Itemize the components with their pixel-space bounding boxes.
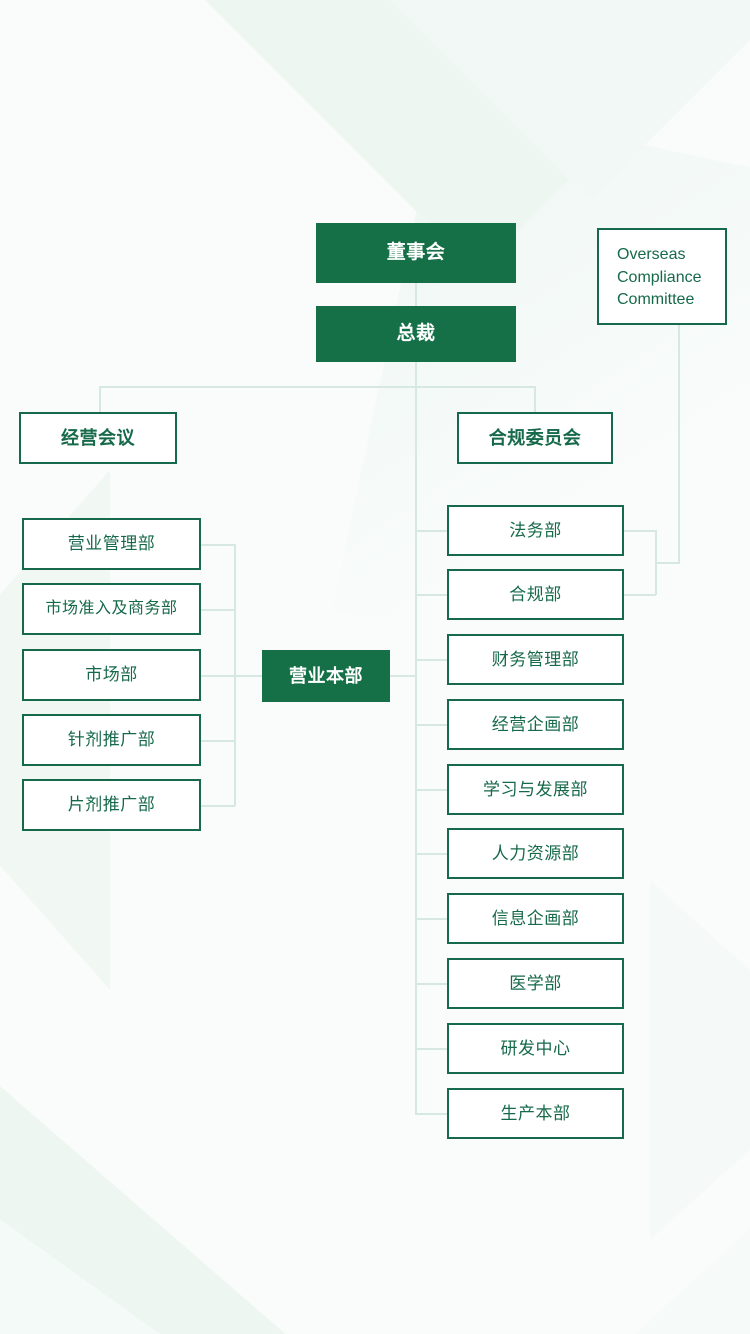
node-sales-dept-4[interactable]: 针剂推广部 — [22, 714, 201, 766]
node-sales-dept-1[interactable]: 营业管理部 — [22, 518, 201, 570]
connector-stub-dept-r7 — [415, 918, 448, 920]
node-management-meeting[interactable]: 经营会议 — [19, 412, 177, 464]
node-corporate-dept-4[interactable]: 经营企画部 — [447, 699, 624, 750]
connector-sales-hq-to-bracket — [234, 675, 262, 677]
node-corporate-dept-2[interactable]: 合规部 — [447, 569, 624, 620]
background-diagonal-wash — [331, 101, 750, 719]
node-corporate-dept-9[interactable]: 研发中心 — [447, 1023, 624, 1074]
connector-stub-dept-l5 — [201, 805, 235, 807]
connector-sales-hq-to-spine — [390, 675, 416, 677]
node-corporate-dept-6[interactable]: 人力资源部 — [447, 828, 624, 879]
background-triangle-mid-right — [650, 880, 750, 1240]
node-compliance-committee[interactable]: 合规委员会 — [457, 412, 613, 464]
node-corporate-dept-1[interactable]: 法务部 — [447, 505, 624, 556]
connector-corporate-spine — [415, 386, 417, 1115]
occ-line-1: Overseas — [617, 246, 686, 263]
connector-stub-dept-r9 — [415, 1048, 448, 1050]
node-corporate-dept-3[interactable]: 财务管理部 — [447, 634, 624, 685]
node-corporate-dept-10[interactable]: 生产本部 — [447, 1088, 624, 1139]
connector-occ-stub-compliance — [624, 594, 656, 596]
occ-line-2: Compliance — [617, 268, 702, 286]
connector-stub-dept-l3 — [201, 675, 235, 677]
connector-board-to-president — [415, 283, 417, 306]
node-sales-dept-2[interactable]: 市场准入及商务部 — [22, 583, 201, 635]
connector-sales-bracket-spine — [234, 544, 236, 806]
connector-stub-dept-l1 — [201, 544, 235, 546]
connector-to-compliance-committee — [534, 386, 536, 412]
connector-distribution-bar — [99, 386, 536, 388]
node-board[interactable]: 董事会 — [316, 223, 516, 283]
background-triangle-bottom-left — [0, 1034, 320, 1334]
node-corporate-dept-5[interactable]: 学习与发展部 — [447, 764, 624, 815]
connector-stub-dept-l2 — [201, 609, 235, 611]
background-triangle-top-right — [390, 0, 750, 200]
connector-stub-dept-r3 — [415, 659, 448, 661]
background-triangle-bottom-right — [570, 1154, 750, 1334]
connector-occ-stub-legal — [624, 530, 656, 532]
connector-stub-dept-r1 — [415, 530, 448, 532]
node-corporate-dept-7[interactable]: 信息企画部 — [447, 893, 624, 944]
node-sales-headquarters[interactable]: 营业本部 — [262, 650, 390, 702]
node-president[interactable]: 总裁 — [316, 306, 516, 362]
node-corporate-dept-8[interactable]: 医学部 — [447, 958, 624, 1009]
connector-stub-dept-r2 — [415, 594, 448, 596]
connector-stub-dept-l4 — [201, 740, 235, 742]
background-triangle-bottom-left-2 — [0, 1119, 160, 1334]
connector-stub-dept-r10 — [415, 1113, 448, 1115]
connector-stub-dept-r4 — [415, 724, 448, 726]
connector-occ-bracket-spine — [655, 530, 657, 595]
connector-stub-dept-r6 — [415, 853, 448, 855]
connector-president-down — [415, 362, 417, 388]
node-overseas-compliance-committee[interactable]: Overseas Compliance Committee — [597, 228, 727, 325]
node-sales-dept-3[interactable]: 市场部 — [22, 649, 201, 701]
connector-occ-to-bracket — [655, 562, 680, 564]
node-sales-dept-5[interactable]: 片剂推广部 — [22, 779, 201, 831]
connector-to-management-meeting — [99, 386, 101, 412]
connector-stub-dept-r8 — [415, 983, 448, 985]
connector-stub-dept-r5 — [415, 789, 448, 791]
occ-line-3: Committee — [617, 291, 695, 309]
connector-occ-down — [678, 325, 680, 563]
